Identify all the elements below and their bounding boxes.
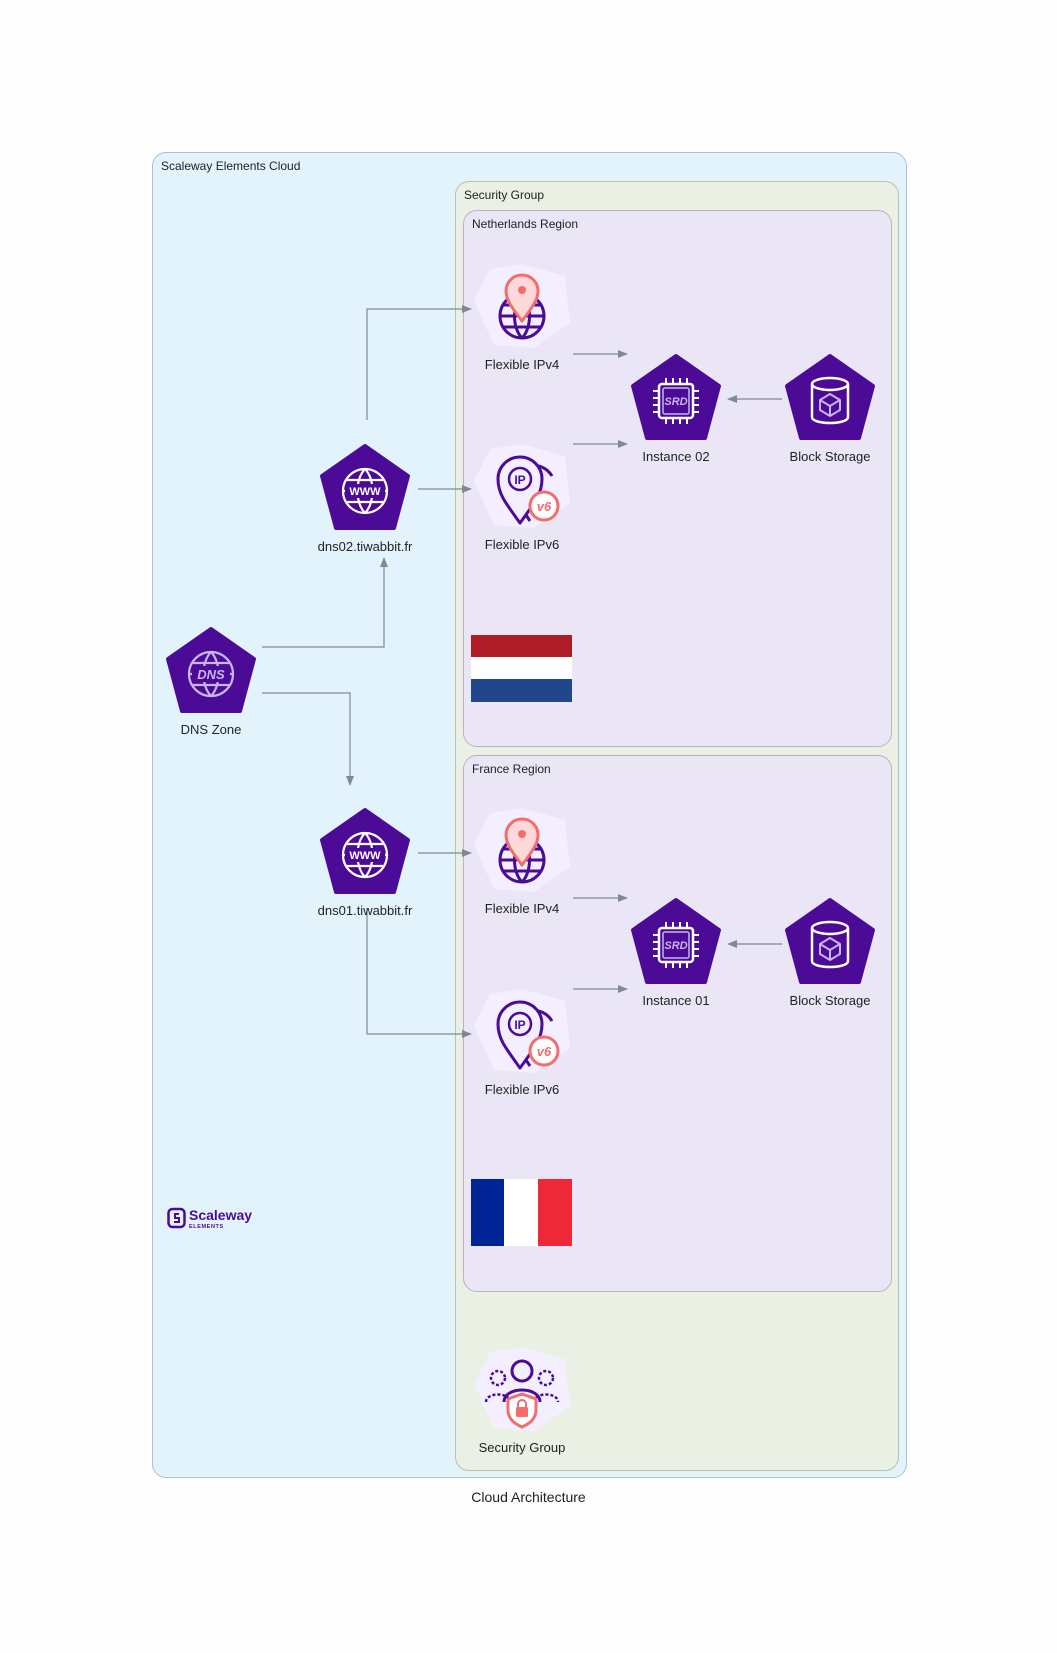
- www-globe-icon: WWW: [320, 808, 410, 894]
- node-label: dns02.tiwabbit.fr: [317, 539, 413, 554]
- node-instance-01[interactable]: SRD Instance 01: [616, 897, 736, 1008]
- group-label: Scaleway Elements Cloud: [161, 159, 301, 173]
- node-nl-block-storage[interactable]: Block Storage: [770, 353, 890, 464]
- node-dns02[interactable]: WWW dns02.tiwabbit.fr: [305, 443, 425, 554]
- svg-text:v6: v6: [537, 499, 552, 514]
- svg-text:v6: v6: [537, 1044, 552, 1059]
- node-dns01[interactable]: WWW dns01.tiwabbit.fr: [305, 807, 425, 918]
- svg-text:SRD: SRD: [664, 940, 687, 952]
- node-label: Security Group: [478, 1440, 566, 1455]
- node-label: Flexible IPv4: [484, 901, 560, 916]
- node-fr-flexible-ipv6[interactable]: IP v6 Flexible IPv6: [462, 986, 582, 1097]
- node-label: DNS Zone: [180, 722, 242, 737]
- storage-cylinder-icon: [785, 898, 875, 984]
- node-security-group[interactable]: Security Group: [462, 1344, 582, 1455]
- www-globe-icon: WWW: [320, 444, 410, 530]
- node-instance-02[interactable]: SRD Instance 02: [616, 353, 736, 464]
- edge-dnszone-dns02: [262, 557, 388, 648]
- node-label: Flexible IPv6: [484, 1082, 560, 1097]
- node-label: Instance 02: [642, 449, 710, 464]
- node-label: dns01.tiwabbit.fr: [317, 903, 413, 918]
- ip-v6-pin-icon: IP v6: [474, 444, 570, 528]
- ip-v6-pin-icon: IP v6: [474, 989, 570, 1073]
- group-label: France Region: [472, 762, 551, 776]
- svg-text:IP: IP: [514, 473, 525, 487]
- svg-text:IP: IP: [514, 1018, 525, 1032]
- node-nl-flexible-ipv4[interactable]: Flexible IPv4: [462, 261, 582, 372]
- svg-text:DNS: DNS: [197, 667, 225, 682]
- svg-text:SRD: SRD: [664, 396, 687, 408]
- node-nl-flexible-ipv6[interactable]: IP v6 Flexible IPv6: [462, 441, 582, 552]
- scaleway-logo-icon: Scaleway ELEMENTS: [167, 1207, 252, 1230]
- node-label: Flexible IPv4: [484, 357, 560, 372]
- storage-cylinder-icon: [785, 354, 875, 440]
- users-shield-icon: [474, 1347, 570, 1431]
- svg-text:ELEMENTS: ELEMENTS: [189, 1224, 224, 1230]
- diagram-caption: Cloud Architecture: [471, 1489, 586, 1505]
- svg-text:Scaleway: Scaleway: [189, 1207, 252, 1223]
- node-label: Block Storage: [789, 993, 871, 1008]
- node-dns-zone[interactable]: DNS DNS Zone: [151, 626, 271, 737]
- svg-text:WWW: WWW: [349, 850, 381, 862]
- group-label: Netherlands Region: [472, 217, 579, 231]
- node-label: Flexible IPv6: [484, 537, 560, 552]
- edge-dns01-fr-ipv6: [366, 908, 472, 1038]
- group-label: Security Group: [464, 188, 545, 202]
- node-fr-block-storage[interactable]: Block Storage: [770, 897, 890, 1008]
- dns-icon: DNS: [166, 627, 256, 713]
- location-globe-icon: [474, 264, 570, 348]
- edge-dns02-nl-ipv4: [366, 305, 472, 420]
- france-flag-icon: [471, 1179, 572, 1246]
- node-label: Instance 01: [642, 993, 710, 1008]
- edge-dnszone-dns01: [262, 692, 354, 786]
- node-fr-flexible-ipv4[interactable]: Flexible IPv4: [462, 805, 582, 916]
- chip-srd-icon: SRD: [631, 354, 721, 440]
- node-label: Block Storage: [789, 449, 871, 464]
- svg-text:WWW: WWW: [349, 486, 381, 498]
- location-globe-icon: [474, 808, 570, 892]
- chip-srd-icon: SRD: [631, 898, 721, 984]
- netherlands-flag-icon: [471, 635, 572, 702]
